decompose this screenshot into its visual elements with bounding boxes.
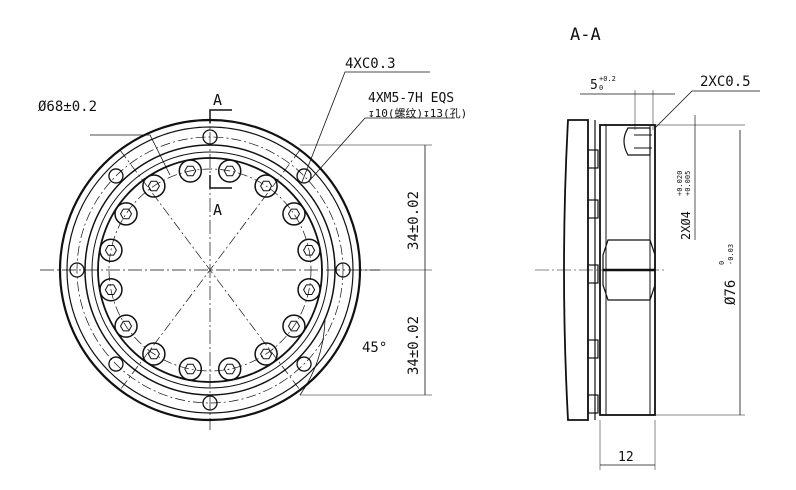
bolt-hole [142,342,166,366]
bolt-hole [142,174,166,198]
depth-5-tol-upper: +0.2 [599,75,616,83]
leader-d68 [90,134,171,176]
bolt-hole [282,314,306,338]
chamfer-callout: 4XC0.3 [345,56,396,72]
thread-callout: 4XM5-7H EQS [368,91,454,106]
diameter-68-label: Ø68±0.2 [38,99,97,115]
flange-tab [587,339,599,359]
diameter-76-label: Ø76 [723,280,739,305]
section-title: A-A [570,25,601,45]
angle-arc [299,319,326,396]
dimension-34-upper: 34±0.02 [406,191,422,250]
leader-thread [309,117,455,181]
flange-tab [587,264,599,284]
depth-callout: ↧10(螺纹)↧13(孔) [368,106,467,120]
section-arrow-top [209,109,232,123]
flange-tabs [587,149,599,414]
section-label-bottom: A [213,201,222,219]
width-12-label: 12 [618,450,634,465]
pin-hole [202,395,218,411]
bolt-hole [297,277,321,302]
bolt-hole [282,202,306,226]
centerline-diagonal [119,149,301,391]
pin-holes [69,129,351,411]
flange-tab [587,149,599,169]
flange-tab [587,394,599,414]
pin-hole [335,262,351,278]
center-groove [602,239,656,301]
flange-body [563,119,589,421]
bolt-hole [254,342,278,366]
bolt-hole [114,314,138,338]
pin-hole [296,168,312,184]
dimension-34-lower: 34±0.02 [406,316,422,375]
section-arrow-bottom [209,175,232,189]
bolt-hole [178,357,203,381]
pin-tol-upper: +0.020 [676,171,684,196]
flange-tab [587,199,599,219]
bolt-hole [114,202,138,226]
pin-hole [202,129,218,145]
pin-hole [108,168,124,184]
pin-hole [69,262,85,278]
angle-label: 45° [362,340,387,356]
pin-hole-label: 2XØ4 [679,211,693,240]
bolt-hole [297,238,321,263]
bolt-hole [217,357,242,381]
leader-c05 [654,90,760,129]
pin-tol-lower: +0.005 [684,171,692,196]
side-view [535,90,760,470]
pin-hole-section [623,127,651,156]
dia76-tol-upper: 0 [718,261,726,265]
front-view [40,71,455,430]
pin-hole [108,356,124,372]
bolt-hole [178,159,203,183]
bolt-hole [254,174,278,198]
bolt-hole [99,277,123,302]
bolt-hole [217,159,242,183]
leader-chamfer [301,71,430,183]
dia76-tol-lower: -0.03 [727,244,735,265]
pin-hole [296,356,312,372]
chamfer-side-callout: 2XC0.5 [700,74,751,90]
depth-5-label: 5 [590,78,598,93]
bolt-hole [99,238,123,263]
section-label-top: A [213,91,222,109]
depth-5-tol-lower: 0 [599,84,603,92]
bolt-holes [99,159,321,381]
